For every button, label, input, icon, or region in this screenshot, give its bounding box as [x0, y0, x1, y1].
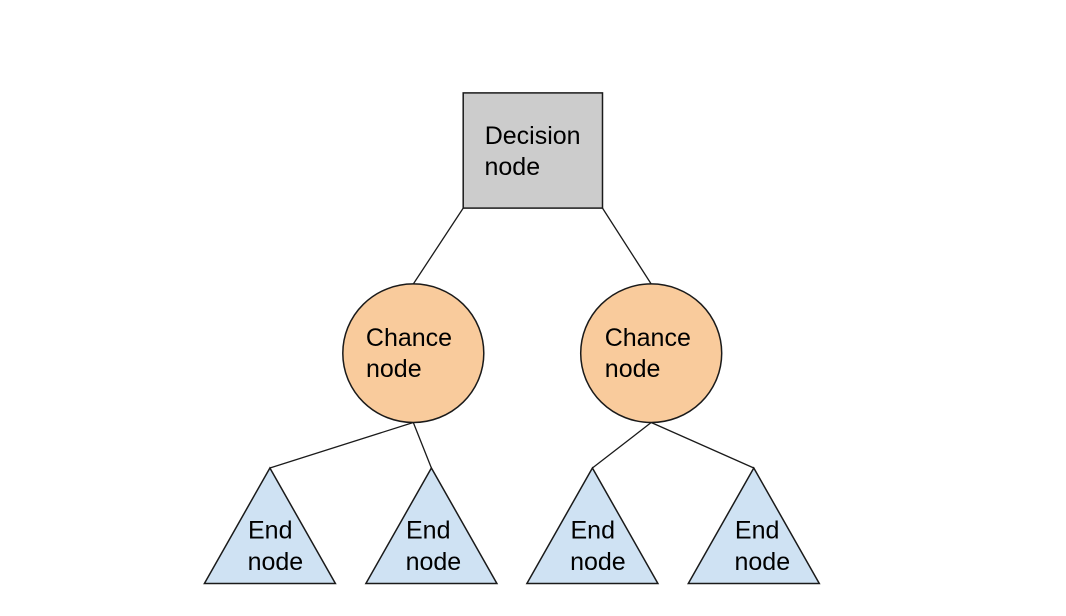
svg-text:End: End: [571, 517, 615, 545]
svg-text:End: End: [248, 517, 292, 545]
svg-text:Chance: Chance: [366, 324, 452, 352]
svg-text:Chance: Chance: [605, 324, 691, 352]
svg-text:End: End: [406, 517, 450, 545]
svg-text:End: End: [735, 517, 779, 545]
svg-text:node: node: [248, 548, 304, 576]
svg-text:node: node: [735, 548, 791, 576]
svg-text:node: node: [605, 355, 661, 383]
svg-text:node: node: [366, 355, 422, 383]
svg-text:node: node: [406, 548, 462, 576]
svg-text:Decision: Decision: [485, 122, 581, 150]
svg-text:node: node: [485, 153, 541, 181]
svg-text:node: node: [570, 548, 626, 576]
